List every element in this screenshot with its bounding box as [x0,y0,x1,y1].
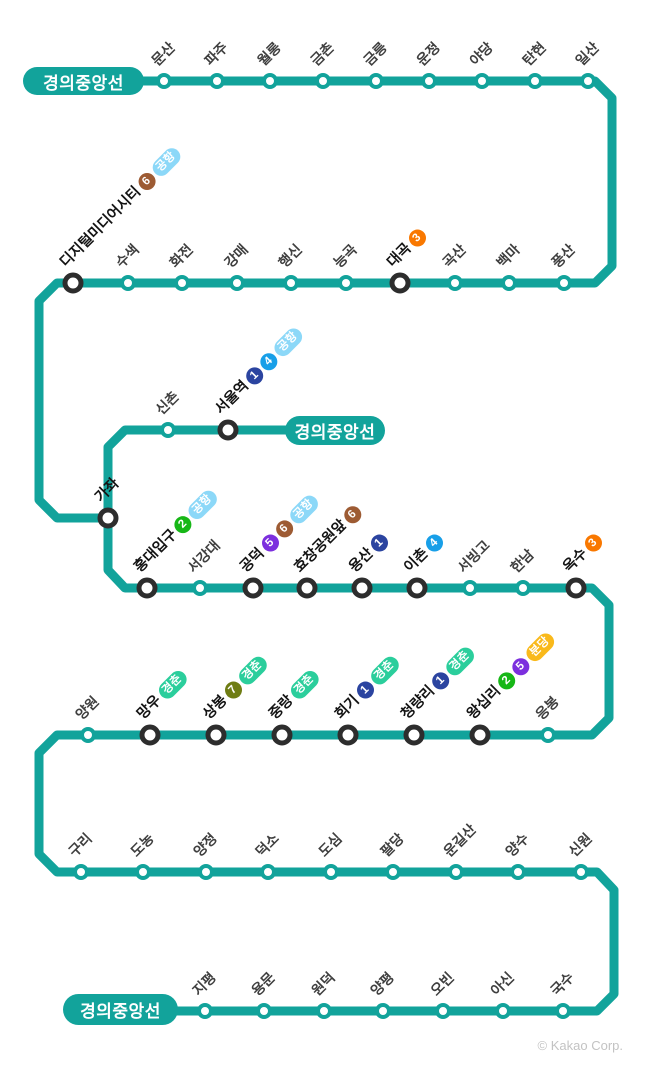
station-dot[interactable] [262,73,278,89]
transfer-station-dot[interactable] [406,577,428,599]
seoul-station-branch-path [103,425,307,523]
station-dot[interactable] [556,275,572,291]
station-dot[interactable] [555,1003,571,1019]
transfer-station-dot[interactable] [136,577,158,599]
station-dot[interactable] [229,275,245,291]
transfer-station-dot[interactable] [296,577,318,599]
station-dot[interactable] [197,1003,213,1019]
transfer-station-dot[interactable] [97,507,119,529]
station-dot[interactable] [316,1003,332,1019]
transfer-station-dot[interactable] [62,272,84,294]
station-dot[interactable] [120,275,136,291]
transfer-station-dot[interactable] [351,577,373,599]
station-dot[interactable] [421,73,437,89]
station-dot[interactable] [323,864,339,880]
station-dot[interactable] [160,422,176,438]
transfer-station-dot[interactable] [403,724,425,746]
station-dot[interactable] [515,580,531,596]
station-dot[interactable] [447,275,463,291]
station-dot[interactable] [192,580,208,596]
station-dot[interactable] [368,73,384,89]
station-dot[interactable] [315,73,331,89]
station-dot[interactable] [501,275,517,291]
station-dot[interactable] [209,73,225,89]
station-dot[interactable] [174,275,190,291]
station-dot[interactable] [283,275,299,291]
station-dot[interactable] [198,864,214,880]
station-dot[interactable] [73,864,89,880]
line-name-badge-2: 경의중앙선 [285,416,385,445]
station-dot[interactable] [510,864,526,880]
station-dot[interactable] [260,864,276,880]
line-name-badge-1: 경의중앙선 [23,67,144,95]
station-dot[interactable] [448,864,464,880]
station-dot[interactable] [462,580,478,596]
transfer-station-dot[interactable] [337,724,359,746]
station-dot[interactable] [540,727,556,743]
station-dot[interactable] [156,73,172,89]
station-dot[interactable] [135,864,151,880]
station-dot[interactable] [385,864,401,880]
main-line-path [34,76,619,1016]
transfer-station-dot[interactable] [242,577,264,599]
station-dot[interactable] [573,864,589,880]
station-dot[interactable] [375,1003,391,1019]
station-dot[interactable] [256,1003,272,1019]
transfer-station-dot[interactable] [271,724,293,746]
transfer-station-dot[interactable] [469,724,491,746]
transfer-station-dot[interactable] [205,724,227,746]
station-dot[interactable] [474,73,490,89]
copyright-text: © Kakao Corp. [537,1038,623,1053]
transfer-station-dot[interactable] [565,577,587,599]
transfer-station-dot[interactable] [217,419,239,441]
line-name-badge-3: 경의중앙선 [63,994,178,1025]
station-dot[interactable] [580,73,596,89]
station-dot[interactable] [527,73,543,89]
transfer-station-dot[interactable] [139,724,161,746]
transfer-station-dot[interactable] [389,272,411,294]
station-dot[interactable] [338,275,354,291]
station-dot[interactable] [435,1003,451,1019]
station-dot[interactable] [80,727,96,743]
station-dot[interactable] [495,1003,511,1019]
